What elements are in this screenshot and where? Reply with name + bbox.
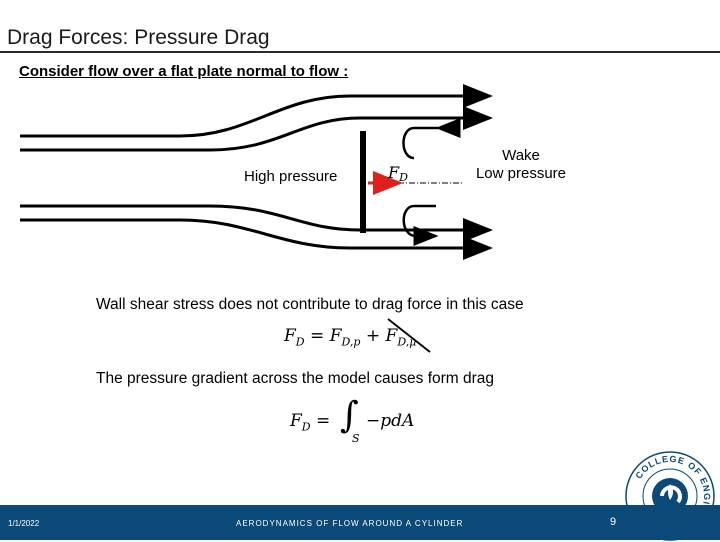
streamline-bottom-1	[20, 204, 493, 242]
integrand: −pdA	[366, 411, 415, 431]
wake-label: Wake	[502, 147, 540, 164]
eq1-lhs-sub: D	[295, 335, 305, 349]
slide-subtitle: Consider flow over a flat plate normal t…	[19, 63, 349, 80]
drag-sum-equation: FD = FD,p + FD,μ	[284, 326, 417, 349]
eq1-shear-term: F	[385, 326, 398, 346]
form-drag-statement: The pressure gradient across the model c…	[96, 370, 495, 387]
eq1-lhs: F	[284, 326, 296, 346]
streamlines	[20, 84, 493, 260]
slide-title: Drag Forces: Pressure Drag	[7, 26, 270, 49]
drag-force-label: FD	[387, 163, 408, 184]
strike-through-line	[387, 318, 431, 353]
eq2-lhs: F	[290, 411, 302, 431]
wake-vortex-bottom	[402, 204, 439, 246]
shear-stress-statement: Wall shear stress does not contribute to…	[96, 296, 524, 313]
title-divider	[0, 51, 720, 53]
footer-title: AERODYNAMICS OF FLOW AROUND A CYLINDER	[236, 519, 464, 528]
pressure-integral-equation: FD =	[290, 411, 331, 434]
eq1-pressure-term: F	[329, 326, 342, 346]
wake-vortex-top	[402, 118, 461, 160]
streamline-top-1	[20, 84, 493, 138]
footer-bar	[0, 505, 720, 540]
page-number: 9	[610, 516, 617, 528]
wake-label-group: Wake Low pressure	[468, 147, 574, 183]
integral-sign: ∫	[340, 395, 359, 436]
streamline-top-2	[20, 106, 493, 152]
flat-plate	[360, 131, 366, 233]
low-pressure-label: Low pressure	[475, 165, 567, 182]
high-pressure-label: High pressure	[244, 168, 338, 185]
footer-date: 1/1/2022	[8, 519, 40, 528]
flow-diagram: FD	[20, 84, 493, 260]
eq2-lhs-sub: D	[301, 420, 311, 434]
streamline-bottom-2	[20, 218, 493, 260]
integral-subscript: S	[352, 432, 360, 445]
eq1-pressure-sub: D,p	[341, 335, 361, 349]
